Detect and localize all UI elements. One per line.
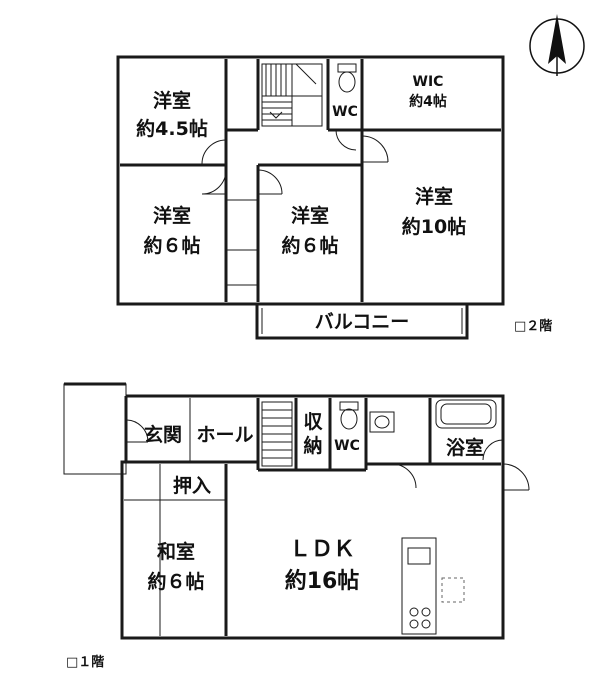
room-name-west-mid: 洋室 [153, 204, 191, 227]
staircase-1f [261, 401, 293, 467]
second-floor-plan: 洋室 約4.5帖 洋室 約６帖 洋室 約６帖 洋室 約10帖 WIC 約4帖 W… [116, 55, 552, 340]
toilet-icon [337, 63, 357, 93]
room-name-washitsu: 和室 [157, 540, 195, 563]
storage-char-1: 収 [303, 411, 323, 433]
floor-label-2f: □２階 [514, 318, 552, 334]
room-name-east: 洋室 [415, 185, 453, 208]
room-name-balcony: バルコニー [315, 311, 410, 333]
room-size-east: 約10帖 [402, 215, 466, 238]
room-name-bath: 浴室 [446, 436, 484, 459]
room-size-west-mid: 約６帖 [143, 234, 200, 257]
room-size-wic: 約4帖 [409, 93, 447, 110]
toilet-icon [339, 401, 359, 430]
room-name-wc-1f: WC [334, 438, 360, 454]
room-name-wic: WIC [413, 74, 444, 90]
room-size-washitsu: 約６帖 [147, 570, 204, 593]
room-size-center: 約６帖 [281, 234, 338, 257]
staircase-2f [261, 63, 323, 127]
balcony-outline [255, 302, 469, 340]
room-size-west-small: 約4.5帖 [136, 117, 208, 140]
room-name-west-small: 洋室 [153, 89, 191, 112]
room-size-ldk: 約16帖 [285, 568, 360, 594]
room-name-wc-2f: WC [332, 104, 358, 120]
first-floor-plan: 玄関 ホール 収 納 WC 浴室 押入 和室 約６帖 ＬＤＫ 約16帖 □１階 [63, 382, 530, 670]
room-name-ldk: ＬＤＫ [289, 537, 355, 562]
storage-char-2: 納 [303, 434, 322, 457]
kitchen-counter [401, 537, 465, 635]
room-name-center: 洋室 [291, 204, 329, 227]
bathtub-icon [435, 399, 497, 429]
floor-label-1f: □１階 [66, 654, 104, 670]
north-arrow-icon [529, 14, 585, 76]
porch [63, 383, 127, 475]
washbasin-icon [369, 411, 395, 433]
room-name-closet: 押入 [173, 474, 211, 497]
room-name-entrance: 玄関 [144, 423, 182, 446]
room-name-hall: ホール [196, 424, 253, 446]
room-name-storage: 収 納 [303, 411, 323, 457]
